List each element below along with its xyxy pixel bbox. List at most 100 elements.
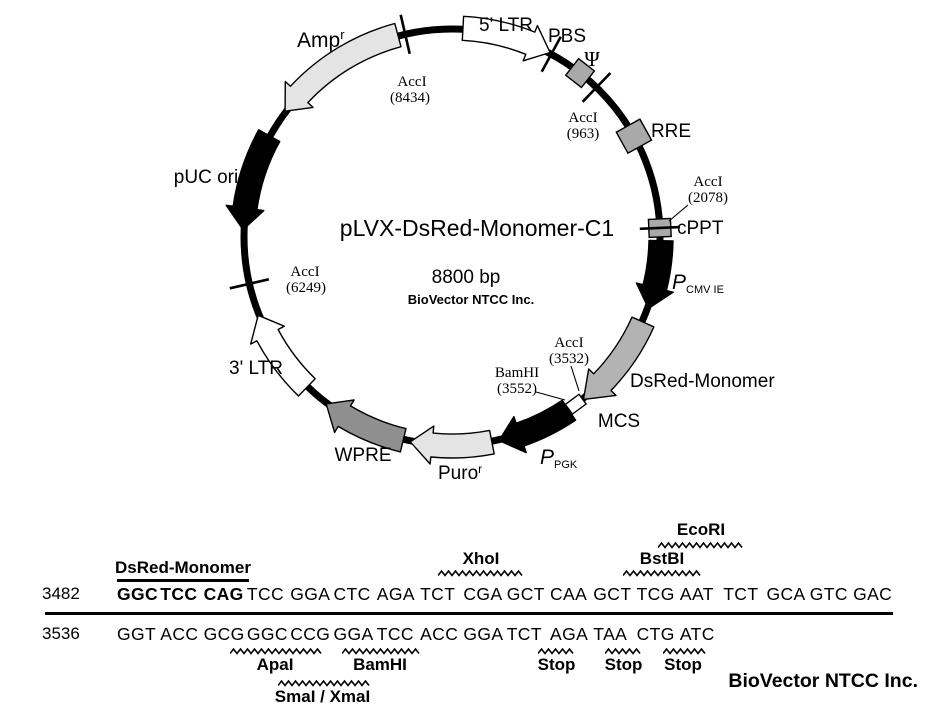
cppt-tick [639,225,680,231]
codon: GAC [853,584,893,604]
wavy-underline [230,647,322,655]
pcmv-arrow [635,239,674,310]
label-pbs: PBS [548,26,586,47]
acci-2078-leader [668,204,689,222]
label-pgk-promoter: PPGK [540,446,578,471]
codon: TCC [376,624,414,644]
ppgk-arrow [498,399,577,454]
site-acci-8434-pos: (8434) [390,90,430,106]
codon: GGA [463,624,504,644]
label-wpre: WPRE [335,445,392,466]
annotation-label: DsRed-Monomer [114,558,251,577]
psi-box [564,57,596,89]
plasmid-size: 8800 bp [432,267,501,288]
codon: GGC [117,584,159,604]
codon: GGA [333,624,374,644]
site-acci-6249-pos: (6249) [286,280,326,296]
site-acci-963-pos: (963) [567,126,600,142]
wavy-underline [342,647,420,655]
amp-arrow [284,22,402,112]
codon: TCT [723,584,759,604]
sequence-position: 3536 [42,624,80,643]
codon: GGT [117,624,157,644]
codon: CTG [636,624,675,644]
codon: GCT [506,584,545,604]
annotation-label: SmaI / XmaI [274,687,371,706]
codon: AGA [376,584,415,604]
codon: GTC [809,584,848,604]
pbs-tick [540,35,562,73]
codon: TCT [420,584,456,604]
acci-8434-tick [399,14,411,55]
site-acci-2078-pos: (2078) [688,190,728,206]
puc-ori-arrow [225,129,281,231]
puro-arrow [409,425,495,465]
plasmid-title: pLVX-DsRed-Monomer-C1 [340,215,614,241]
codon: ACC [420,624,459,644]
annotation-label: Stop [537,655,576,674]
label-amp: Ampr [297,27,345,52]
wavy-underline [658,541,743,549]
annotation-label: EcoRI [676,520,726,539]
mcs-box [564,393,588,416]
annotation-label: ApaI [256,655,294,674]
label-dsred-monomer: DsRed-Monomer [630,371,775,392]
codon: GGC [246,624,288,644]
codon: CAG [203,584,244,604]
plasmid-brand: BioVector NTCC Inc. [408,292,534,307]
site-bamhi-3552-name: BamHI [495,365,539,381]
wavy-underline [538,647,574,655]
annotation-label: XhoI [462,549,500,568]
codon: GGA [290,584,331,604]
codon: GCT [593,584,632,604]
label-puc-ori: pUC ori [174,167,238,188]
site-acci-3532-name: AccI [554,335,583,351]
site-bamhi-3552-pos: (3552) [497,381,537,397]
label-cppt: cPPT [677,218,724,239]
codon: GCA [766,584,806,604]
codon: ACC [160,624,199,644]
plasmid-geometry [225,14,689,465]
solid-underline [117,579,249,582]
three-ltr-arrow [250,314,316,397]
codon: TCG [636,584,675,604]
label-psi: Ψ [584,47,600,71]
label-pcmv-promoter: PCMV IE [672,271,724,296]
bamhi-3552-leader [535,391,566,401]
codon: ATC [679,624,715,644]
wavy-underline [438,569,523,577]
codon: CGA [463,584,503,604]
acci-3532-leader [570,365,580,392]
site-acci-6249-name: AccI [290,264,319,280]
wavy-underline [605,647,641,655]
annotation-label: Stop [664,655,702,674]
sequence-position: 3482 [42,584,80,603]
codon: TCC [246,584,285,604]
codon: CCG [290,624,331,644]
wpre-arrow [325,399,407,453]
label-5-ltr: 5' LTR [479,15,533,36]
annotation-label: Stop [604,655,643,674]
acci-963-tick [581,72,612,103]
label-puro: Puror [438,462,482,484]
codon: AGA [550,624,589,644]
site-acci-2078-name: AccI [693,174,722,190]
site-acci-8434-name: AccI [397,74,426,90]
five-ltr-arrow [461,15,551,62]
codon: TAA [593,624,628,644]
site-acci-963-name: AccI [568,110,597,126]
codon: CAA [550,584,588,604]
sequence-divider [45,612,893,615]
rre-box [615,118,653,155]
wavy-underline [623,569,701,577]
label-3-ltr: 3' LTR [229,358,283,379]
codon: TCC [160,584,198,604]
label-rre: RRE [651,121,691,142]
wavy-underline [663,647,706,655]
codon: TCT [506,624,542,644]
codon: AAT [679,584,714,604]
plasmid-map: 5' LTR PBS Ψ RRE cPPT PCMV IE DsRed-Mono… [174,14,775,484]
wavy-underline [278,679,370,687]
